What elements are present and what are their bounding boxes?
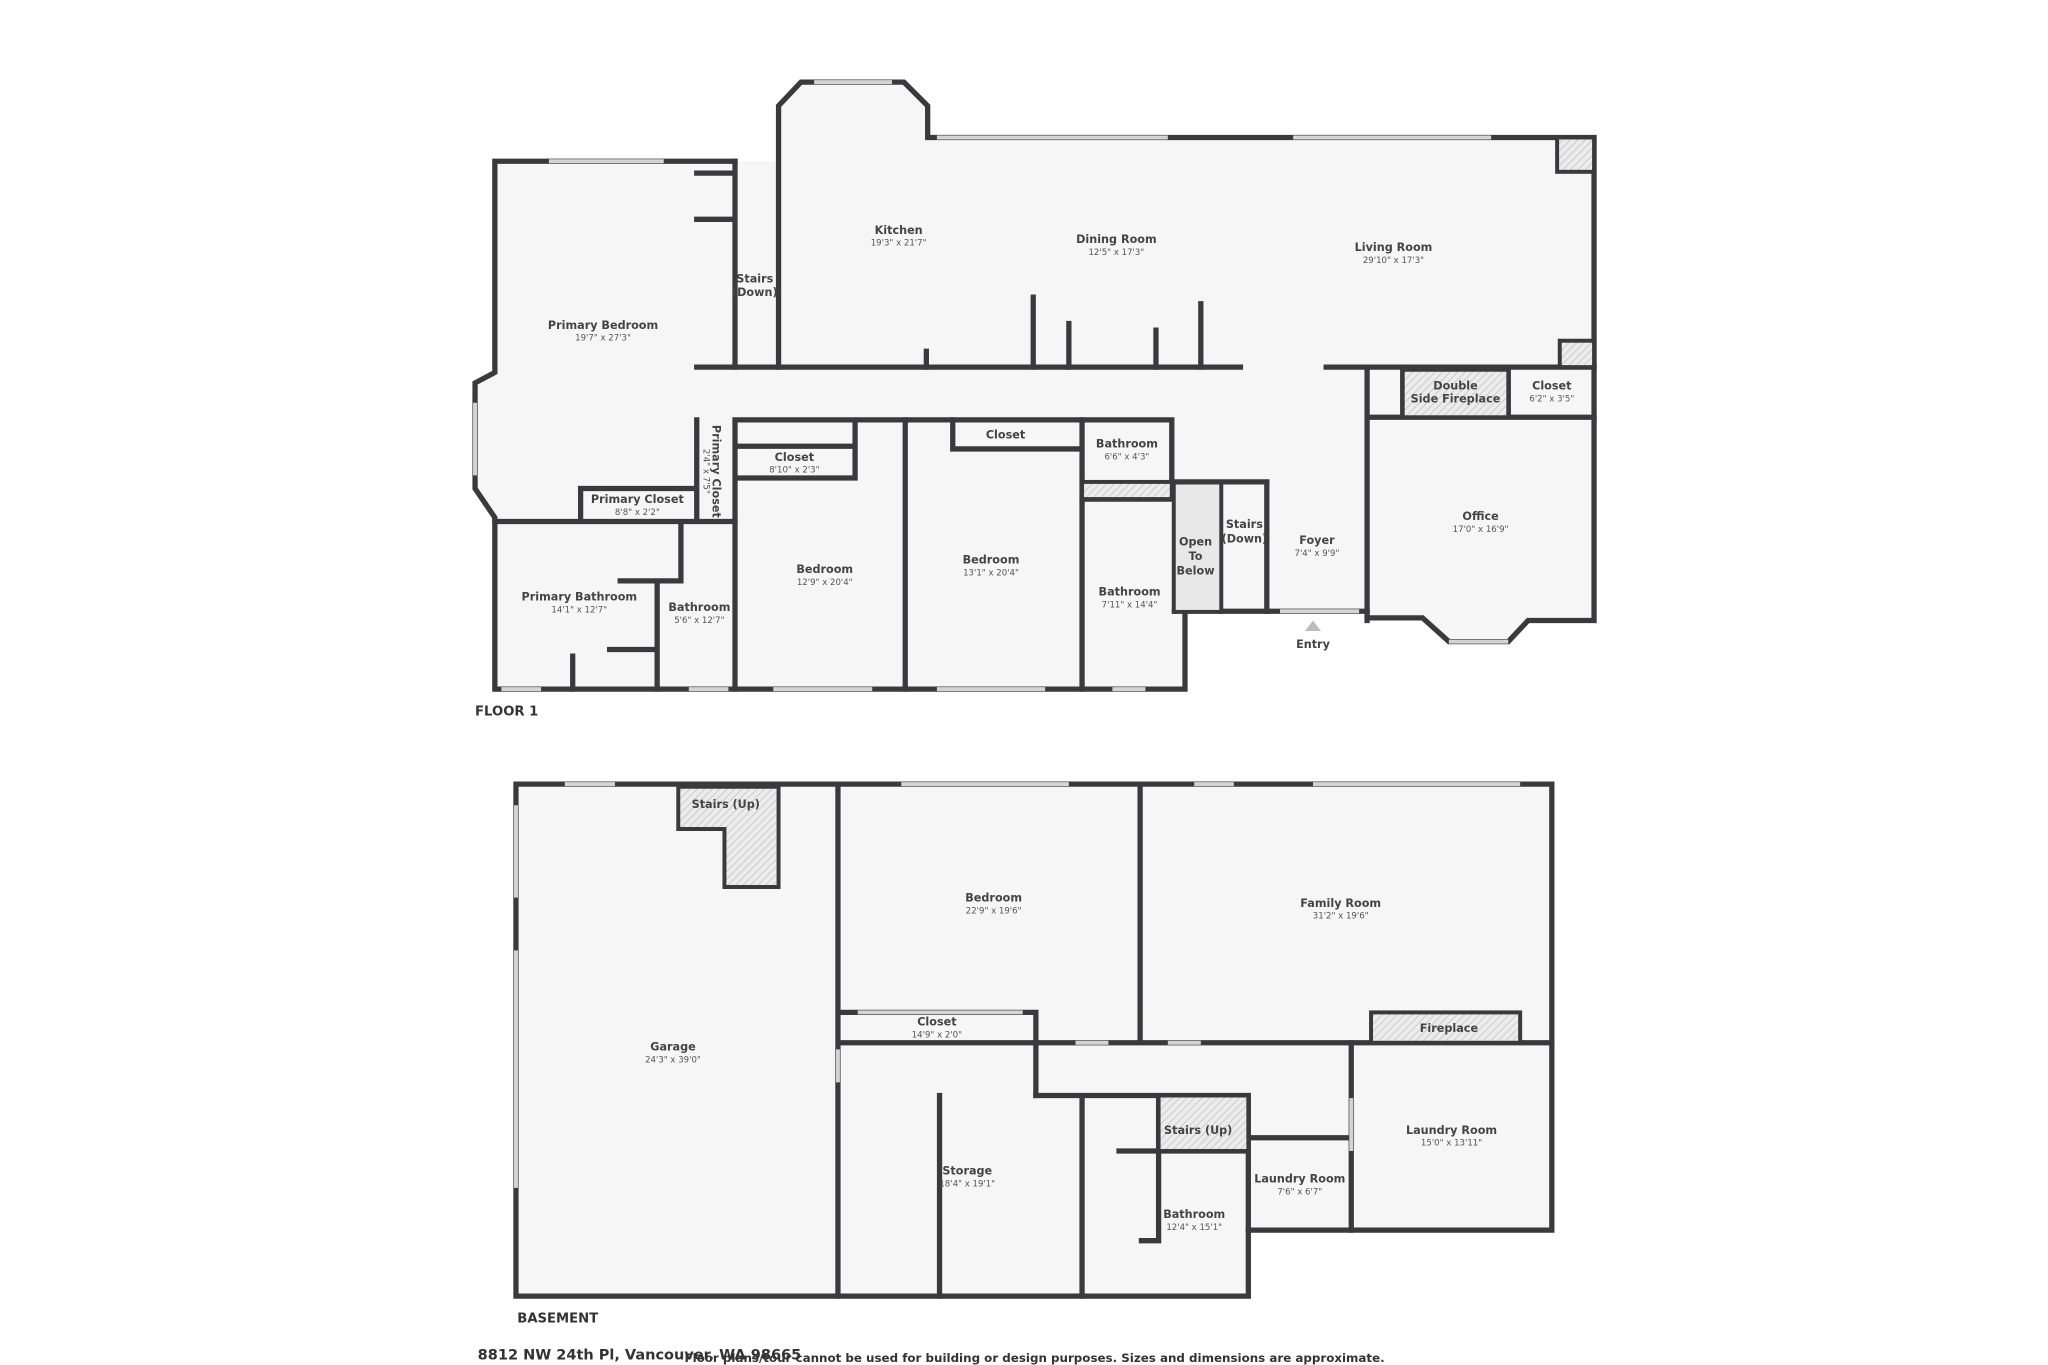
room-dims: 17'0" x 16'9": [1453, 525, 1509, 535]
room-dims: 12'4" x 15'1": [1166, 1223, 1222, 1233]
room-dims: 7'11" x 14'4": [1102, 600, 1158, 610]
room-name: (Down): [1222, 533, 1268, 546]
room-name: Kitchen: [875, 224, 923, 237]
room-name: Bathroom: [668, 601, 730, 614]
room-name: Stairs (Up): [1164, 1124, 1232, 1137]
room-name: Bathroom: [1096, 438, 1158, 451]
room-name: Stairs (Up): [692, 798, 760, 811]
floor-1-label: FLOOR 1: [475, 704, 538, 719]
room-name: Bathroom: [1099, 585, 1161, 598]
room-name: Closet: [1532, 380, 1572, 393]
room-name: Office: [1462, 510, 1499, 523]
room-name: Primary Closet: [710, 425, 723, 519]
room-dims: 29'10" x 17'3": [1363, 256, 1424, 266]
room-name: Closet: [917, 1016, 957, 1029]
room-dims: 19'3" x 21'7": [871, 239, 927, 249]
room-name: Below: [1177, 564, 1215, 577]
room-dims: 12'5" x 17'3": [1088, 248, 1144, 258]
room-name: Primary Bedroom: [548, 319, 658, 332]
room-name: Double: [1433, 380, 1478, 393]
basement-plan: Stairs (Up) Garage 24'3" x 39'0" Bedroom…: [513, 781, 1555, 1327]
room-name: Laundry Room: [1406, 1124, 1497, 1137]
room-name: Dining Room: [1076, 233, 1157, 246]
room-dims: 15'0" x 13'11": [1421, 1139, 1482, 1149]
entry-arrow-icon: [1305, 620, 1321, 632]
room-name: Family Room: [1300, 897, 1381, 910]
room-name: Bedroom: [965, 892, 1022, 905]
entry-label: Entry: [1296, 638, 1331, 651]
room-dims: 31'2" x 19'6": [1313, 912, 1369, 922]
room-dims: 18'4" x 19'1": [939, 1180, 995, 1190]
room-dims: 13'1" x 20'4": [963, 569, 1019, 579]
address: 8812 NW 24th Pl, Vancouver, WA 98665: [478, 1347, 802, 1363]
room-name: Stairs: [736, 273, 773, 286]
room-dims: 24'3" x 39'0": [645, 1056, 701, 1066]
room-name: Side Fireplace: [1411, 393, 1501, 406]
room-name: Primary Bathroom: [522, 591, 638, 604]
room-dims: 7'6" x 6'7": [1277, 1188, 1322, 1198]
room-name: (Down): [732, 286, 778, 299]
basement-label: BASEMENT: [517, 1312, 598, 1327]
room-name: Bathroom: [1163, 1208, 1225, 1221]
room-dims: 2'4" x 7'5": [700, 449, 710, 494]
room-name: Bedroom: [963, 554, 1020, 567]
room-name: Foyer: [1299, 534, 1335, 547]
room-dims: 14'1" x 12'7": [551, 606, 607, 616]
room-dims: 8'8" x 2'2": [615, 508, 660, 518]
room-name: Fireplace: [1420, 1022, 1479, 1035]
room-dims: 6'6" x 4'3": [1104, 452, 1149, 462]
room-dims: 6'2" x 3'5": [1529, 394, 1574, 404]
room-dims: 8'10" x 2'3": [769, 466, 819, 476]
room-name: Storage: [942, 1165, 992, 1178]
room-dims: 22'9" x 19'6": [966, 906, 1022, 916]
room-dims: 12'9" x 20'4": [797, 578, 853, 588]
room-dims: 5'6" x 12'7": [674, 616, 724, 626]
room-name: Closet: [775, 451, 815, 464]
room-dims: 7'4" x 9'9": [1295, 549, 1340, 559]
room-name: Garage: [650, 1041, 696, 1054]
disclaimer: Floor plans/tour cannot be used for buil…: [684, 1351, 1384, 1365]
room-name: Closet: [986, 428, 1026, 441]
room-name: Bedroom: [796, 563, 853, 576]
floor-1-plan: Kitchen 19'3" x 21'7" Dining Room 12'5" …: [472, 79, 1597, 719]
room-dims: 14'9" x 2'0": [912, 1030, 962, 1040]
room-name: Living Room: [1355, 241, 1433, 254]
room-name: Open: [1179, 535, 1212, 548]
room-name: Stairs: [1226, 518, 1263, 531]
room-dims: 19'7" x 27'3": [575, 334, 631, 344]
room-name: Primary Closet: [591, 493, 685, 506]
room-name: Laundry Room: [1254, 1173, 1345, 1186]
room-name: To: [1189, 550, 1203, 563]
